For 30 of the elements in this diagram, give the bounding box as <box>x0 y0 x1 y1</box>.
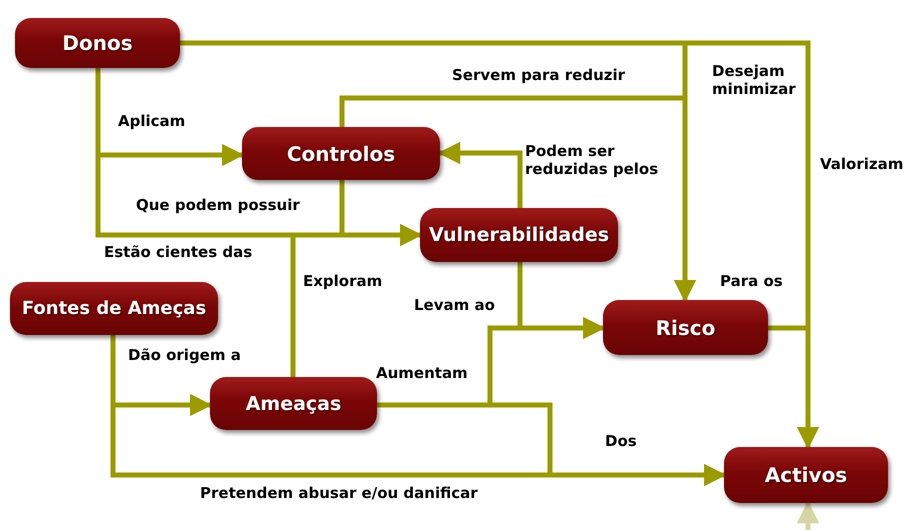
process-box <box>210 377 377 430</box>
process-box <box>242 127 440 180</box>
edge-label: Valorizam <box>820 155 904 173</box>
edge-label: Que podem possuir <box>136 196 300 214</box>
box-label: Fontes de Ameças <box>22 298 206 319</box>
process-box <box>10 282 218 335</box>
edge-label: Dos <box>605 432 637 450</box>
edge-label: Aumentam <box>376 364 468 382</box>
box-label: Vulnerabilidades <box>428 224 610 246</box>
edge-label: Exploram <box>303 272 382 290</box>
edge-label: Aplicam <box>118 112 186 130</box>
box-label: Activos <box>764 463 848 487</box>
arrow <box>438 142 522 208</box>
edge-label: Para os <box>720 272 783 290</box>
edge-label: Podem ser reduzidas pelos <box>525 142 660 178</box>
edge-label: Dão origem a <box>128 346 241 364</box>
process-box <box>420 208 618 262</box>
box-label: Donos <box>62 31 133 55</box>
edge-label: Servem para reduzir <box>452 66 626 84</box>
process-box <box>724 447 888 503</box>
process-box <box>15 18 180 68</box>
box-label: Risco <box>656 316 716 340</box>
box-label: Ameaças <box>246 392 342 414</box>
edge-label: Estão cientes das <box>104 243 252 261</box>
box-label: Controlos <box>286 142 396 166</box>
arrow <box>796 500 820 530</box>
edge-label: Levam ao <box>414 296 495 314</box>
process-box <box>603 300 768 355</box>
edge-label: Desejam minimizar <box>712 62 797 98</box>
edge-label: Pretendem abusar e/ou danificar <box>200 484 478 502</box>
